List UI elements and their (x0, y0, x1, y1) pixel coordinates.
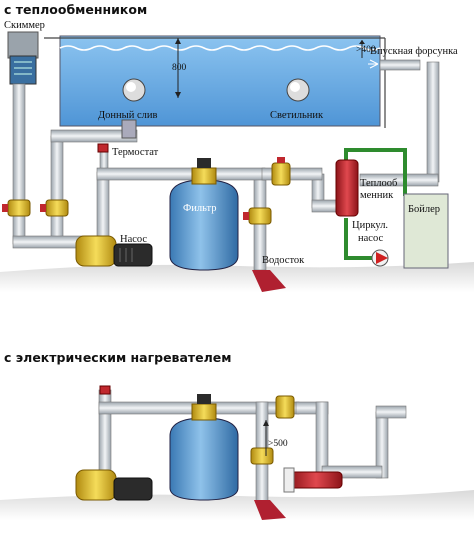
bottom-drain-label: Донный слив (98, 110, 157, 121)
pump-label: Насос (120, 234, 147, 245)
pool-basin (44, 35, 386, 128)
nozzle-distance-label: >400 (356, 45, 376, 55)
section-1-heading: с теплообменником (4, 2, 148, 17)
heat-exchanger-label-1: Теплооб (360, 178, 397, 189)
thermostat-label: Термостат (112, 147, 159, 158)
circ-pump-label-1: Циркул. (352, 220, 388, 231)
bottom-drain-icon (122, 78, 146, 102)
skimmer-label: Скиммер (4, 20, 45, 31)
drain-icon (254, 500, 286, 520)
filter-tank-icon (169, 394, 239, 501)
heat-exchanger-label-2: менник (360, 190, 394, 201)
ground-1 (0, 262, 474, 292)
inlet-nozzle-label: Впускная форсунка (370, 46, 458, 57)
height-dimension (263, 420, 269, 456)
boiler-label: Бойлер (408, 204, 440, 215)
drain-label: Водосток (262, 255, 305, 266)
valve-icon (2, 157, 291, 225)
heat-exchanger-icon (335, 159, 359, 217)
filter-tank-icon (169, 158, 239, 271)
skimmer-icon (7, 31, 39, 85)
section-2-heading: с электрическим нагревателем (4, 350, 232, 365)
valve-icon (250, 395, 295, 465)
height-label: >500 (268, 439, 288, 449)
thermostat-icon (97, 143, 109, 153)
depth-dimension (175, 38, 181, 98)
thermostat-icon (99, 385, 111, 395)
light-label: Светильник (270, 110, 324, 121)
drain-icon (252, 270, 286, 292)
filter-label: Фильтр (183, 203, 217, 214)
circ-pump-label-2: насос (358, 233, 383, 244)
depth-label: 800 (172, 63, 187, 73)
inlet-nozzle-icon (368, 59, 421, 71)
pump-icon (75, 469, 153, 501)
electric-heater-icon (283, 467, 343, 493)
pool-light-icon (286, 78, 310, 102)
boiler-icon (403, 193, 449, 269)
circulation-pump-icon (371, 249, 389, 267)
ground-2 (0, 490, 474, 520)
pump-icon (75, 235, 153, 267)
nozzle-dimension (359, 40, 365, 58)
